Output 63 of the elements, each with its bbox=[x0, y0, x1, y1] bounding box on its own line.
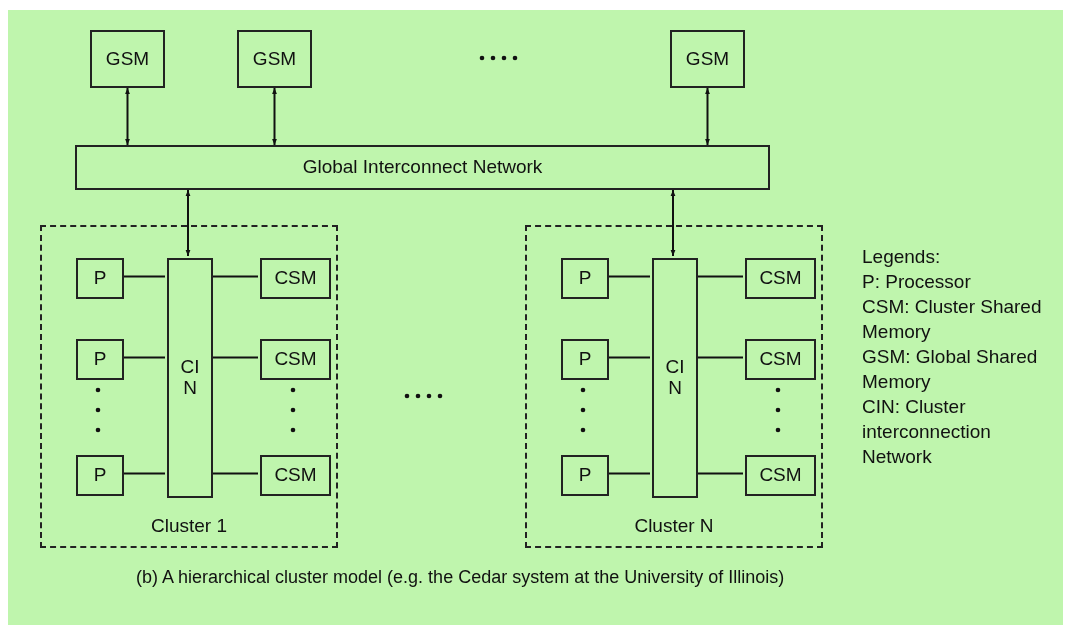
cluster-label: Cluster 1 bbox=[150, 513, 228, 538]
box-label: P bbox=[578, 266, 592, 291]
connector-line bbox=[606, 356, 651, 359]
connector-line bbox=[695, 472, 744, 475]
box-label: P bbox=[93, 266, 107, 291]
connector-line bbox=[606, 275, 651, 278]
double-arrow bbox=[670, 189, 676, 257]
box-label: CSM bbox=[274, 463, 317, 488]
network-label: CIN bbox=[180, 357, 200, 399]
component-box bbox=[260, 339, 331, 380]
box-label: CSM bbox=[759, 463, 802, 488]
box-label: GSM bbox=[252, 46, 297, 71]
connector-line bbox=[121, 275, 166, 278]
component-box bbox=[745, 258, 816, 299]
cluster-region bbox=[525, 225, 823, 548]
connector-line bbox=[210, 275, 259, 278]
component-box bbox=[670, 30, 745, 88]
double-arrow bbox=[705, 87, 710, 146]
component-box bbox=[76, 455, 124, 496]
component-box bbox=[90, 30, 165, 88]
connector-line bbox=[121, 356, 166, 359]
cluster-label: Cluster N bbox=[633, 513, 715, 538]
double-arrow bbox=[272, 87, 277, 146]
component-box bbox=[76, 339, 124, 380]
box-label: P bbox=[93, 463, 107, 488]
component-box bbox=[260, 455, 331, 496]
box-label: Global Interconnect Network bbox=[302, 155, 543, 180]
connector-line bbox=[210, 472, 259, 475]
component-box bbox=[561, 455, 609, 496]
connector-line bbox=[695, 275, 744, 278]
connector-line bbox=[210, 356, 259, 359]
legend-entry: P: Processor bbox=[862, 270, 972, 294]
box-label: P bbox=[93, 347, 107, 372]
caption: (b) A hierarchical cluster model (e.g. the Cedar system at the University of Illinois) bbox=[136, 566, 786, 589]
box-label: CSM bbox=[274, 347, 317, 372]
component-box bbox=[76, 258, 124, 299]
network-label: CIN bbox=[665, 357, 685, 399]
legend-entry: GSM: Global Shared Memory bbox=[862, 345, 1039, 394]
legend-entry: CSM: Cluster Shared Memory bbox=[862, 295, 1043, 344]
component-box bbox=[237, 30, 312, 88]
box-label: P bbox=[578, 463, 592, 488]
legend-entry: CIN: Cluster interconnection Network bbox=[862, 395, 992, 469]
connector-line bbox=[121, 472, 166, 475]
box-label: CSM bbox=[759, 266, 802, 291]
double-arrow bbox=[185, 189, 191, 257]
component-box bbox=[745, 455, 816, 496]
interconnect-bar bbox=[167, 258, 213, 498]
component-box bbox=[561, 339, 609, 380]
component-box bbox=[561, 258, 609, 299]
interconnect-bar bbox=[652, 258, 698, 498]
box-label: P bbox=[578, 347, 592, 372]
network-bar bbox=[75, 145, 770, 190]
double-arrow bbox=[125, 87, 130, 146]
cluster-region bbox=[40, 225, 338, 548]
connector-line bbox=[695, 356, 744, 359]
legend-heading: Legends: bbox=[862, 245, 942, 269]
box-label: GSM bbox=[685, 46, 730, 71]
connector-line bbox=[606, 472, 651, 475]
box-label: CSM bbox=[759, 347, 802, 372]
component-box bbox=[260, 258, 331, 299]
component-box bbox=[745, 339, 816, 380]
box-label: GSM bbox=[105, 46, 150, 71]
box-label: CSM bbox=[274, 266, 317, 291]
